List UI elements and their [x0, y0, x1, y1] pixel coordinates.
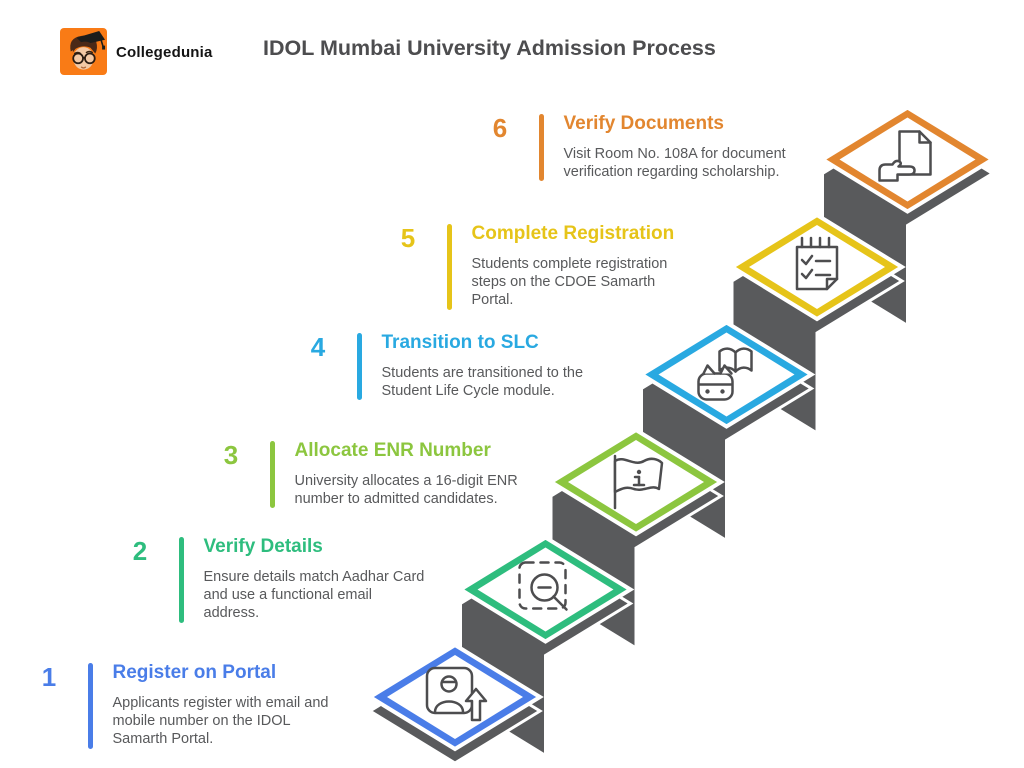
step-number: 1 [41, 662, 57, 692]
inspect-zoom-icon [518, 561, 568, 611]
step-title: Complete Registration [471, 223, 675, 244]
collegedunia-student-logo [70, 30, 106, 70]
step-block-5: 5 Complete Registration Students complet… [393, 223, 687, 310]
user-register-icon [425, 666, 488, 722]
step-block-1: 1 Register on Portal Applicants register… [34, 662, 338, 749]
step-accent-bar [88, 663, 93, 749]
step-description: Applicants register with email and mobil… [112, 694, 329, 748]
step-accent-bar [357, 333, 362, 401]
step-description: Visit Room No. 108A for document verific… [563, 145, 786, 181]
step-diamond-inner [386, 654, 524, 740]
step-block-4: 4 Transition to SLC Students are transit… [303, 332, 632, 401]
info-flag-icon [613, 454, 664, 510]
step-description: Students complete registration steps on … [471, 255, 668, 309]
step-description: Ensure details match Aadhar Card and use… [203, 568, 425, 622]
step-description: Students are transitioned to the Student… [381, 364, 584, 400]
step-number: 2 [132, 536, 148, 566]
step-accent-bar [270, 441, 275, 509]
step-accent-bar [179, 537, 184, 623]
page-title: IDOL Mumbai University Admission Process [263, 36, 716, 60]
step-description: University allocates a 16-digit ENR numb… [294, 472, 518, 508]
step-block-3: 3 Allocate ENR Number University allocat… [216, 440, 545, 509]
robot-book-icon [697, 347, 753, 401]
step-number: 5 [400, 223, 416, 253]
step-title: Verify Documents [563, 113, 725, 134]
step-accent-bar [539, 114, 544, 182]
step-number: 6 [492, 113, 508, 143]
step-title: Transition to SLC [381, 332, 539, 353]
step-title: Allocate ENR Number [294, 440, 491, 461]
collegedunia-logo [60, 28, 107, 75]
step-block-6: 6 Verify Documents Visit Room No. 108A f… [485, 113, 804, 182]
step-title: Verify Details [203, 536, 323, 557]
brand-name: Collegedunia [116, 44, 213, 61]
step-block-2: 2 Verify Details Ensure details match Aa… [125, 536, 426, 623]
document-hand-icon [878, 130, 932, 182]
step-title: Register on Portal [112, 662, 277, 683]
step-number: 3 [223, 440, 239, 470]
checklist-icon [795, 236, 839, 291]
step-accent-bar [447, 224, 452, 310]
step-number: 4 [310, 332, 326, 362]
